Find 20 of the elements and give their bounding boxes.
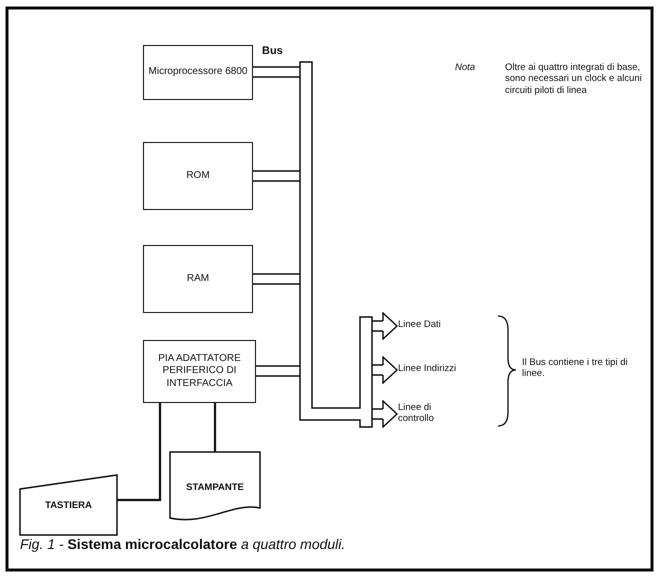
note-text: Oltre ai quattro integrati di base, sono necessari un clock e alcuni circuiti piloti di linea	[505, 62, 643, 96]
node-label: RAM	[186, 272, 210, 286]
node-label: STAMPANTE	[186, 482, 244, 492]
bus-line-label: Linee Indirizzi	[398, 363, 488, 377]
note-text: Il Bus contiene i tre tipi di linee.	[522, 357, 629, 380]
node-label: ROM	[186, 170, 210, 182]
note-heading: Nota	[455, 62, 476, 74]
module-box	[143, 45, 253, 100]
connector	[214, 403, 216, 452]
node-label: Microprocessore 6800	[148, 66, 248, 79]
figure-caption: Fig. 1 - Sistema microcalcolatore a quattro moduli.	[20, 536, 346, 553]
module-box	[143, 142, 253, 210]
connector	[117, 403, 162, 502]
bus-label: Bus	[262, 45, 284, 58]
node-label: TASTIERA	[45, 500, 92, 510]
node-label: PIA ADATTATORE PERIFERICO DI INTERFACCIA	[157, 352, 242, 390]
bus-line-label: Linee Dati	[398, 319, 488, 333]
module-box	[143, 245, 253, 313]
bus-line-label: Linee di controllo	[398, 402, 458, 430]
module-box	[143, 340, 256, 403]
